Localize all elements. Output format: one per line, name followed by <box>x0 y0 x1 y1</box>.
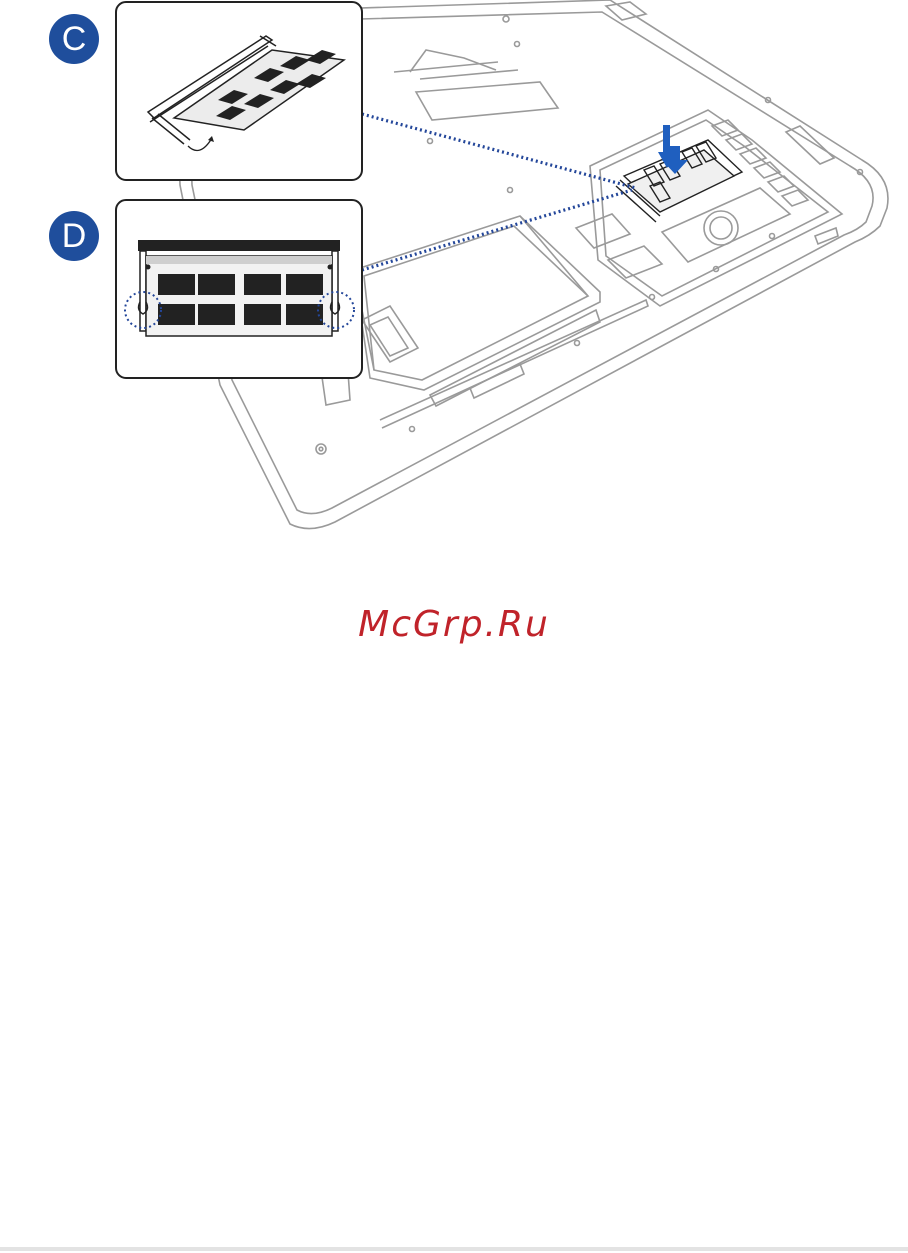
callout-box-c <box>116 2 362 180</box>
step-c-badge: C <box>49 14 99 64</box>
footer-divider <box>0 1247 908 1251</box>
watermark-text: McGrp.Ru <box>0 604 908 645</box>
callout-box-d <box>116 200 362 378</box>
ram-installation-illustration <box>0 0 908 560</box>
step-d-badge: D <box>49 211 99 261</box>
callout-lines <box>362 114 636 270</box>
